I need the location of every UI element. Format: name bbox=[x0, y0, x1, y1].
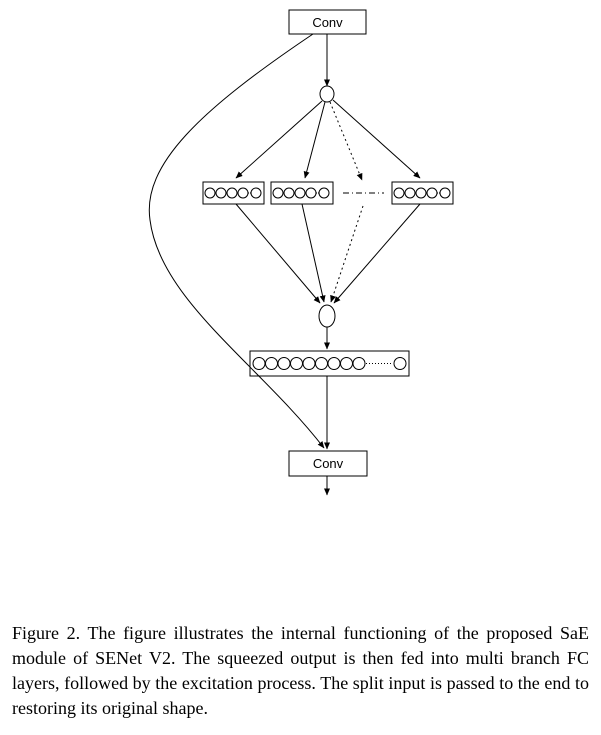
sae-module-diagram: Conv bbox=[148, 9, 454, 496]
fc-branch-1 bbox=[202, 181, 265, 205]
top-conv-block: Conv bbox=[288, 9, 367, 35]
figure-caption-label: Figure 2. bbox=[12, 623, 81, 643]
squeeze-node bbox=[319, 85, 335, 103]
branch-dotted-to-concat-arrow bbox=[330, 205, 364, 303]
figure-caption-text: The figure illustrates the internal func… bbox=[12, 623, 589, 718]
squeeze-to-branch-2-arrow bbox=[303, 101, 326, 179]
bottom-conv-label: Conv bbox=[313, 456, 344, 471]
squeeze-to-branch-dotted-arrow bbox=[329, 101, 363, 181]
bottom-conv-block: Conv bbox=[288, 450, 368, 477]
squeeze-to-branch-n-arrow bbox=[332, 99, 421, 179]
branch-2-to-concat-arrow bbox=[301, 203, 326, 303]
branch-n-to-concat-arrow bbox=[333, 203, 421, 304]
top-conv-label: Conv bbox=[312, 15, 343, 30]
concat-node bbox=[318, 304, 336, 328]
squeeze-to-branch-1-arrow bbox=[235, 100, 323, 179]
excitation-fc-layer bbox=[249, 350, 410, 377]
fc-branch-n bbox=[391, 181, 454, 205]
branch-1-to-concat-arrow bbox=[235, 203, 321, 304]
skip-connection-curve bbox=[148, 33, 325, 449]
fc-branch-2 bbox=[270, 181, 334, 205]
figure-caption: Figure 2. The figure illustrates the int… bbox=[12, 621, 589, 721]
